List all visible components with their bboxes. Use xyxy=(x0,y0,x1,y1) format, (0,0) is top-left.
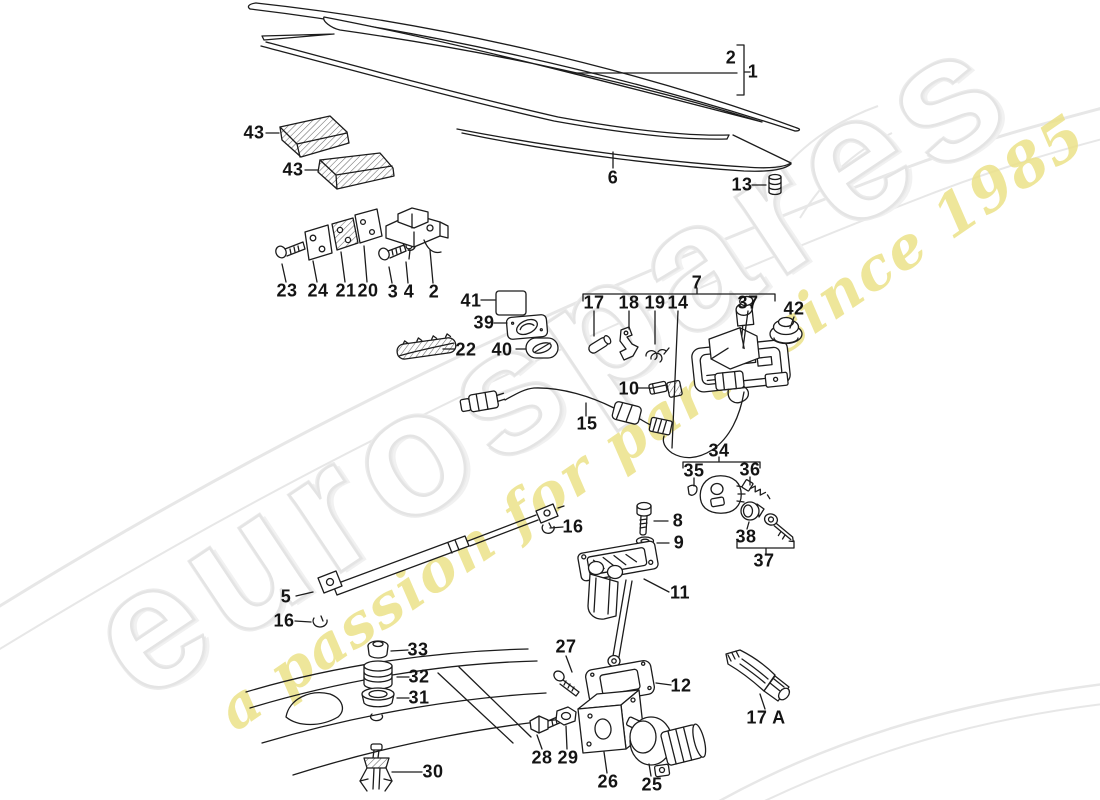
part-label-40: 40 xyxy=(491,339,513,360)
ring-38 xyxy=(740,501,765,521)
badge-39 xyxy=(505,314,549,340)
pin-17 xyxy=(588,335,612,354)
rubber-pad-43b xyxy=(317,152,395,190)
part-label-15: 15 xyxy=(576,413,598,434)
plate-21 xyxy=(331,217,359,251)
part-label-14: 14 xyxy=(667,292,689,313)
part-label-41: 41 xyxy=(460,290,482,311)
hinge-2 xyxy=(385,207,449,254)
part-label-38: 38 xyxy=(735,526,757,547)
lock-housing-34 xyxy=(699,475,746,514)
part-label-25: 25 xyxy=(641,774,663,795)
latch-11 xyxy=(577,540,659,668)
part-label-13: 13 xyxy=(731,174,753,195)
part-label-3: 3 xyxy=(387,281,399,302)
tube-17a xyxy=(725,649,791,702)
part-label-42: 42 xyxy=(783,298,805,319)
part-label-27: 27 xyxy=(555,636,577,657)
part-label-17: 17 xyxy=(583,292,605,313)
key-37 xyxy=(763,513,794,543)
part-label-1: 1 xyxy=(747,61,759,82)
part-label-10: 10 xyxy=(618,378,640,399)
part-label-36: 36 xyxy=(739,459,761,480)
badge-40 xyxy=(525,337,559,359)
part-label-43: 43 xyxy=(282,159,304,180)
lock-assembly-37 xyxy=(691,295,791,404)
part-label-39: 39 xyxy=(473,312,495,333)
part-label-28: 28 xyxy=(531,747,553,768)
part-label-16: 16 xyxy=(562,516,584,537)
pad-41 xyxy=(495,290,527,316)
part-label-8: 8 xyxy=(672,510,684,531)
screw-8 xyxy=(636,501,652,536)
cap-33 xyxy=(367,640,389,659)
motor-25 xyxy=(625,716,707,778)
part-label-23: 23 xyxy=(276,280,298,301)
leader-lines xyxy=(265,44,795,777)
cable-15 xyxy=(459,387,673,436)
part-label-11: 11 xyxy=(669,582,691,603)
part-label-19: 19 xyxy=(644,292,666,313)
part-label-18: 18 xyxy=(618,292,640,313)
nut-29 xyxy=(555,706,577,726)
part-label-33: 33 xyxy=(407,639,429,660)
part-label-43: 43 xyxy=(243,122,265,143)
release-cable-14 xyxy=(662,391,745,459)
part-label-9: 9 xyxy=(673,532,685,553)
strip-22 xyxy=(396,333,457,360)
part-label-16: 16 xyxy=(273,610,295,631)
clip-30 xyxy=(359,743,393,792)
spring-13 xyxy=(768,173,782,196)
watermark-swoosh xyxy=(0,105,1100,800)
deck-lid xyxy=(247,2,801,172)
part-label-2: 2 xyxy=(725,47,737,68)
plate-20 xyxy=(354,208,383,244)
part-label-35: 35 xyxy=(683,460,705,481)
rubber-pad-43a xyxy=(279,115,350,158)
part-label-24: 24 xyxy=(307,280,329,301)
part-label-34: 34 xyxy=(708,440,730,461)
gas-strut-5 xyxy=(317,503,565,596)
part-label-17A: 17 A xyxy=(746,707,786,728)
grommet-31 xyxy=(361,687,395,722)
part-label-5: 5 xyxy=(280,586,292,607)
clip-16-lower xyxy=(312,615,328,628)
part-label-2: 2 xyxy=(428,281,440,302)
screw-27 xyxy=(553,670,580,697)
spring-clip-19 xyxy=(645,347,670,363)
part-label-21: 21 xyxy=(335,280,357,301)
part-label-7: 7 xyxy=(691,272,703,293)
part-label-12: 12 xyxy=(670,675,692,696)
plate-24 xyxy=(304,224,333,261)
part-label-30: 30 xyxy=(422,761,444,782)
wedge-35 xyxy=(687,484,698,496)
bracket-18 xyxy=(619,326,639,361)
part-label-20: 20 xyxy=(357,280,379,301)
part-label-31: 31 xyxy=(408,687,430,708)
part-label-26: 26 xyxy=(597,771,619,792)
clip-10 xyxy=(648,379,683,398)
part-label-37: 37 xyxy=(737,292,759,313)
part-label-37: 37 xyxy=(753,550,775,571)
screw-23 xyxy=(275,241,306,259)
part-label-6: 6 xyxy=(607,167,619,188)
part-label-29: 29 xyxy=(557,747,579,768)
part-label-22: 22 xyxy=(455,339,477,360)
part-label-4: 4 xyxy=(403,281,415,302)
part-label-32: 32 xyxy=(408,666,430,687)
clip-16-upper xyxy=(541,522,555,534)
